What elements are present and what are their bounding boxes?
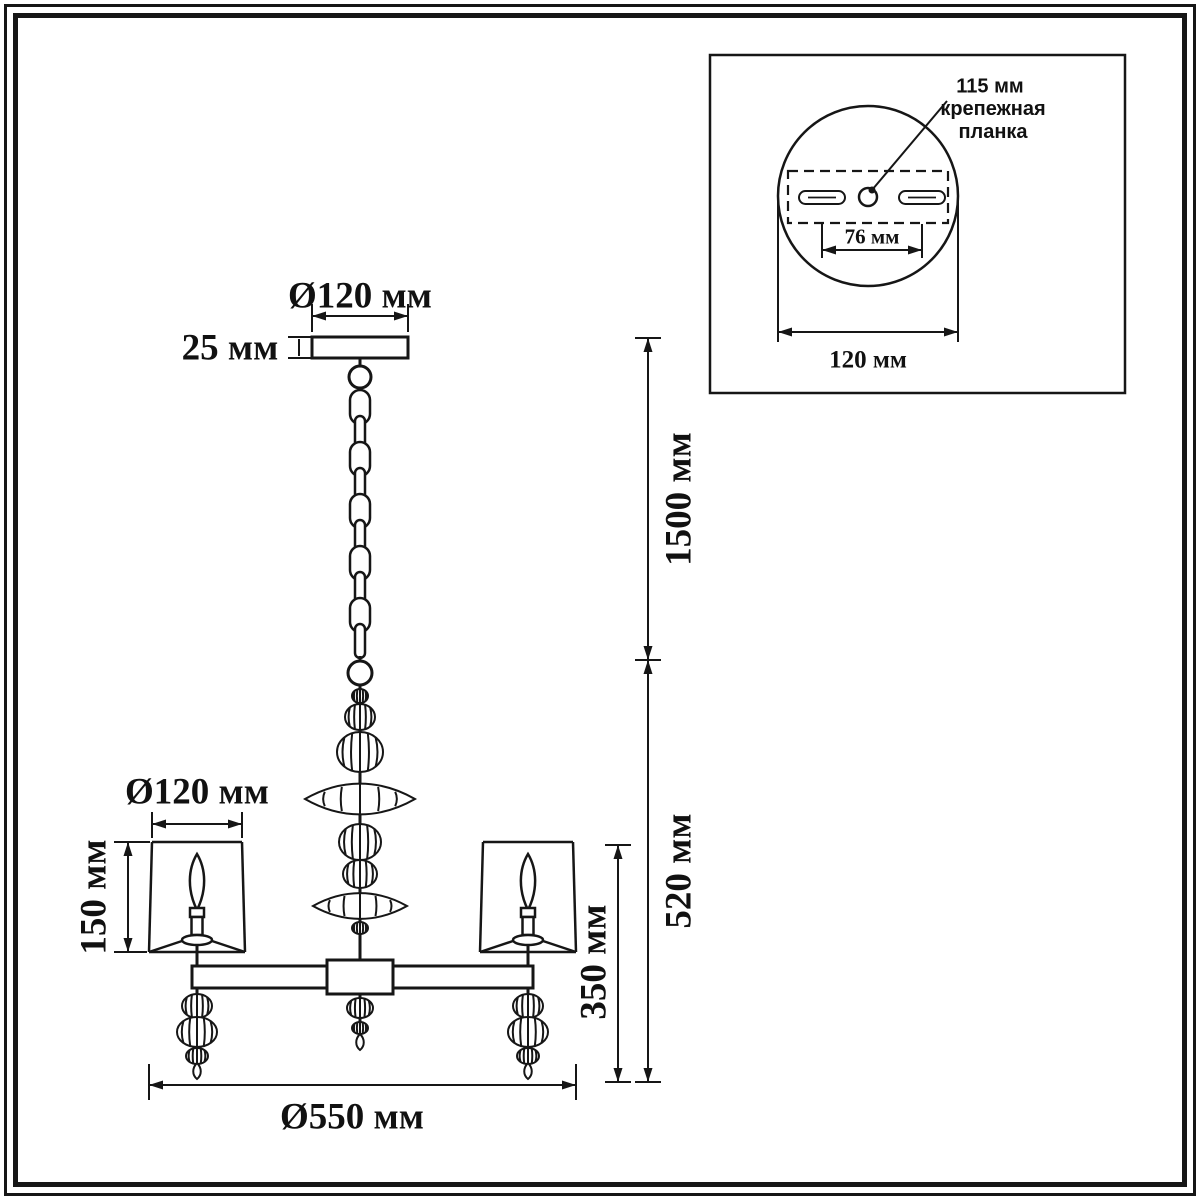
right-pendant [507, 988, 549, 1080]
label-bracket-name: крепежная планка [940, 98, 1046, 143]
mounting-slots [798, 190, 946, 205]
dimension-body-height [605, 844, 631, 1083]
label-overall-diameter: Ø550 мм [280, 1096, 424, 1138]
label-plate-diameter: 120 мм [829, 346, 907, 374]
dimension-canopy-diameter [311, 304, 409, 332]
canopy [310, 335, 410, 390]
mounting-bracket-outline [786, 169, 950, 225]
center-column [304, 684, 416, 962]
center-pendant [346, 994, 374, 1051]
dimension-shade-height [114, 841, 150, 953]
label-shade-height: 150 мм [73, 839, 115, 955]
label-shade-diameter: Ø120 мм [125, 771, 269, 813]
label-slot-spacing: 76 мм [844, 224, 900, 249]
arm-bar [190, 958, 535, 996]
bracket-leader-line [868, 100, 948, 194]
label-canopy-diameter: Ø120 мм [288, 275, 432, 317]
dimension-suspension-and-lower [635, 337, 661, 1083]
dimension-plate-diameter [777, 198, 959, 342]
dimension-shade-diameter [151, 812, 243, 838]
right-lamp [478, 840, 578, 966]
left-lamp [147, 840, 247, 966]
dimension-overall-diameter [148, 1064, 577, 1100]
dimension-canopy-height [288, 336, 312, 359]
suspension-chain [346, 388, 374, 687]
mounting-plate-inset [708, 53, 1127, 395]
label-lower-section-height: 520 мм [658, 813, 700, 929]
left-pendant [176, 988, 218, 1080]
label-bracket-length: 115 мм [956, 75, 1024, 98]
label-body-height: 350 мм [573, 904, 615, 1020]
dimension-slot-spacing [821, 224, 923, 258]
label-suspension-length: 1500 мм [658, 432, 700, 566]
label-canopy-height: 25 мм [181, 327, 279, 369]
